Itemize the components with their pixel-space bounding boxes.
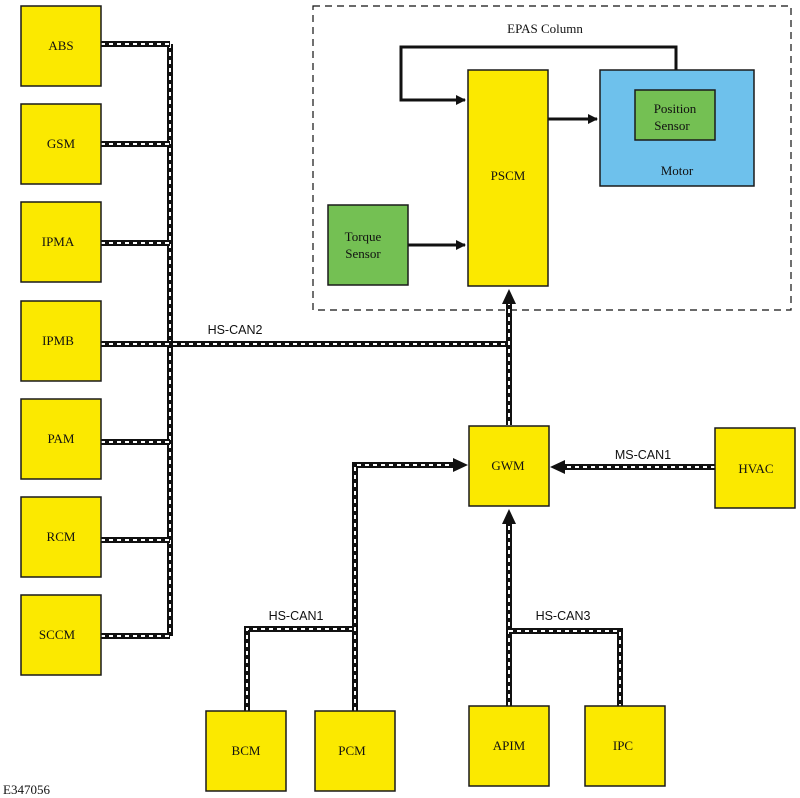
svg-text:Motor: Motor [661,163,694,178]
svg-text:PAM: PAM [48,431,75,446]
svg-text:RCM: RCM [47,529,76,544]
svg-text:SCCM: SCCM [39,627,76,642]
gsm-module: GSM [20,103,102,185]
svg-text:BCM: BCM [232,743,261,758]
ms-can1-label: MS-CAN1 [615,448,671,462]
svg-text:Sensor: Sensor [654,118,690,133]
torque-sensor: Torque Sensor [327,204,409,286]
ipc-module: IPC [584,705,666,787]
hs-can3-label: HS-CAN3 [536,609,591,623]
svg-text:Sensor: Sensor [345,246,381,261]
svg-text:PCM: PCM [338,743,366,758]
gwm-module: GWM [468,425,550,507]
pam-module: PAM [20,398,102,480]
svg-text:Torque: Torque [345,229,382,244]
svg-text:GWM: GWM [491,458,525,473]
ipma-module: IPMA [20,201,102,283]
ipmb-module: IPMB [20,300,102,382]
bcm-module: BCM [205,710,287,792]
svg-text:ABS: ABS [48,38,73,53]
epas-column-frame [312,5,792,311]
position-to-pscm-arrow [399,45,678,105]
svg-text:IPC: IPC [613,738,633,753]
position-sensor: Position Sensor [634,89,716,141]
ms-can1-bus [550,460,715,474]
epas-column-title: EPAS Column [507,21,583,36]
svg-text:Position: Position [654,101,697,116]
svg-text:GSM: GSM [47,136,76,151]
hs-can1-label: HS-CAN1 [269,609,324,623]
svg-text:IPMA: IPMA [42,234,75,249]
apim-module: APIM [468,705,550,787]
sccm-module: SCCM [20,594,102,676]
hvac-module: HVAC [714,427,796,509]
svg-text:HVAC: HVAC [738,461,773,476]
svg-text:APIM: APIM [493,738,526,753]
gwm-pscm-bus [502,289,516,425]
svg-text:IPMB: IPMB [42,333,74,348]
figure-id: E347056 [3,782,50,797]
hs-can2-label: HS-CAN2 [208,323,263,337]
hs-can1-bus [244,458,468,711]
rcm-module: RCM [20,496,102,578]
hs-can2-bus [101,41,509,639]
pscm-module: PSCM [467,69,549,287]
hs-can3-bus [502,509,623,706]
abs-module: ABS [20,5,102,87]
svg-text:PSCM: PSCM [491,168,526,183]
pcm-module: PCM [314,710,396,792]
